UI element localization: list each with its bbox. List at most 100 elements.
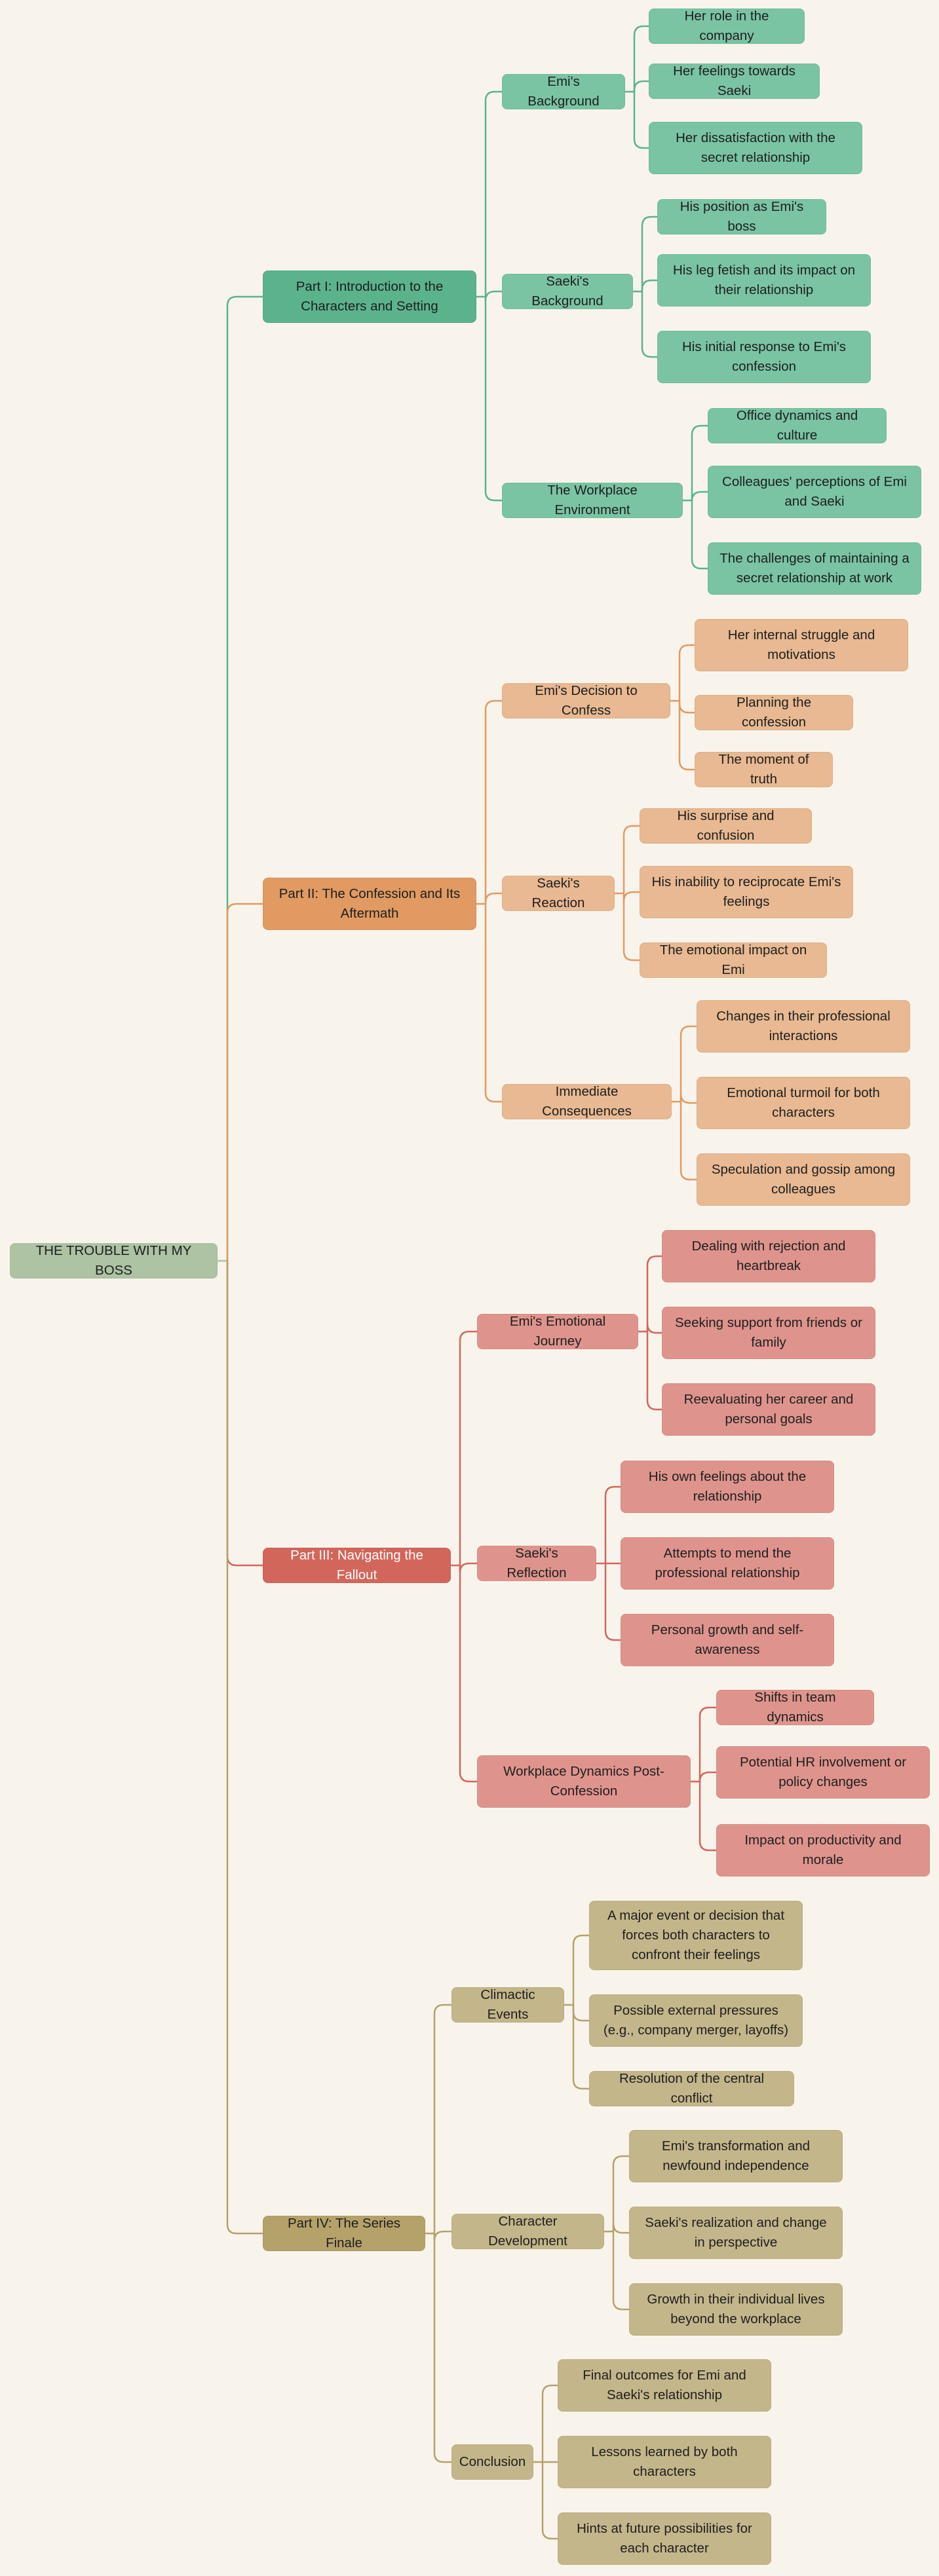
connector-line bbox=[633, 25, 649, 92]
connector-line bbox=[484, 297, 502, 502]
connector-line bbox=[633, 92, 649, 149]
connector-line bbox=[646, 1255, 662, 1332]
connector-line bbox=[699, 1782, 716, 1852]
leaf-node[interactable]: Emi's transformation and newfound indepe… bbox=[629, 2130, 843, 2182]
leaf-node[interactable]: Growth in their individual lives beyond … bbox=[629, 2283, 843, 2336]
leaf-node[interactable]: Planning the confession bbox=[695, 695, 853, 730]
leaf-node[interactable]: Her internal struggle and motivations bbox=[695, 619, 908, 671]
leaf-node[interactable]: Attempts to mend the professional relati… bbox=[621, 1537, 834, 1590]
leaf-node[interactable]: The challenges of maintaining a secret r… bbox=[708, 542, 921, 595]
connector-line bbox=[459, 1330, 477, 1565]
topic-branches-saeki-s-reaction bbox=[615, 825, 640, 961]
leaf-node[interactable]: Possible external pressures (e.g., compa… bbox=[589, 1994, 803, 2047]
topic-branches-conclusion bbox=[533, 2384, 558, 2540]
leaf-node[interactable]: Colleagues' perceptions of Emi and Saeki bbox=[708, 466, 921, 518]
connector-line bbox=[604, 1563, 621, 1641]
part-4-branches bbox=[425, 2004, 451, 2463]
connector-line bbox=[678, 701, 695, 714]
leaf-node[interactable]: His own feelings about the relationship bbox=[621, 1461, 834, 1513]
leaf-node[interactable]: The emotional impact on Emi bbox=[640, 943, 827, 978]
connector-line bbox=[572, 2005, 589, 2022]
leaf-node[interactable]: The moment of truth bbox=[695, 752, 833, 787]
part-node-2[interactable]: Part II: The Confession and Its Aftermat… bbox=[263, 878, 476, 930]
topic-node-emi-s-background[interactable]: Emi's Background bbox=[502, 74, 625, 109]
part-connector bbox=[226, 295, 263, 1261]
leaf-node[interactable]: Shifts in team dynamics bbox=[716, 1690, 874, 1725]
connector-line bbox=[623, 825, 640, 893]
leaf-node[interactable]: His surprise and confusion bbox=[640, 808, 812, 844]
leaf-node[interactable]: Seeking support from friends or family bbox=[662, 1307, 875, 1359]
leaf-node[interactable]: His leg fetish and its impact on their r… bbox=[657, 254, 871, 307]
connector-line bbox=[484, 700, 502, 904]
topic-branches-workplace-dynamics-post-confession bbox=[691, 1706, 716, 1852]
connector-line bbox=[623, 893, 640, 961]
connector-line bbox=[623, 891, 640, 902]
leaf-node[interactable]: Lessons learned by both characters bbox=[558, 2436, 771, 2488]
topic-node-emi-s-emotional-journey[interactable]: Emi's Emotional Journey bbox=[477, 1314, 638, 1349]
leaf-node[interactable]: Dealing with rejection and heartbreak bbox=[662, 1230, 875, 1282]
connector-line bbox=[612, 2231, 629, 2311]
root-node[interactable]: THE TROUBLE WITH MY BOSS bbox=[10, 1243, 218, 1279]
connector-line bbox=[541, 2384, 558, 2462]
leaf-node[interactable]: A major event or decision that forces bo… bbox=[589, 1901, 803, 1970]
leaf-node[interactable]: Changes in their professional interactio… bbox=[697, 1000, 910, 1053]
connector-line bbox=[646, 1332, 662, 1411]
topic-node-saeki-s-reaction[interactable]: Saeki's Reaction bbox=[502, 876, 615, 911]
topic-node-saeki-s-background[interactable]: Saeki's Background bbox=[502, 274, 633, 309]
connector-line bbox=[680, 1093, 697, 1104]
connector-line bbox=[678, 701, 695, 771]
leaf-node[interactable]: Personal growth and self-awareness bbox=[621, 1614, 834, 1666]
leaf-node[interactable]: Potential HR involvement or policy chang… bbox=[716, 1746, 930, 1799]
connector-line bbox=[691, 491, 708, 502]
leaf-node[interactable]: Saeki's realization and change in perspe… bbox=[629, 2207, 843, 2259]
connector-line bbox=[484, 290, 502, 301]
connector-line bbox=[699, 1771, 716, 1782]
connector-line bbox=[433, 2230, 451, 2241]
connector-line bbox=[433, 2233, 451, 2463]
leaf-node[interactable]: His initial response to Emi's confession bbox=[657, 331, 871, 383]
leaf-node[interactable]: His inability to reciprocate Emi's feeli… bbox=[640, 866, 853, 918]
topic-node-workplace-dynamics-post-confession[interactable]: Workplace Dynamics Post-Confession bbox=[477, 1755, 691, 1808]
topic-branches-emi-s-decision-to-confess bbox=[670, 644, 695, 771]
part-connector bbox=[226, 1261, 263, 2235]
connector-line bbox=[678, 644, 695, 701]
leaf-node[interactable]: Her dissatisfaction with the secret rela… bbox=[649, 122, 862, 174]
topic-node-saeki-s-reflection[interactable]: Saeki's Reflection bbox=[477, 1546, 596, 1581]
leaf-node[interactable]: Emotional turmoil for both characters bbox=[697, 1077, 910, 1129]
part-connector bbox=[226, 1261, 263, 1567]
connector-line bbox=[433, 2004, 451, 2233]
part-node-1[interactable]: Part I: Introduction to the Characters a… bbox=[263, 271, 476, 323]
leaf-node[interactable]: Speculation and gossip among colleagues bbox=[697, 1153, 910, 1206]
connector-line bbox=[484, 904, 502, 1103]
part-node-4[interactable]: Part IV: The Series Finale bbox=[263, 2216, 425, 2251]
topic-node-character-development[interactable]: Character Development bbox=[451, 2214, 604, 2249]
leaf-node[interactable]: Impact on productivity and morale bbox=[716, 1824, 930, 1876]
connector-line bbox=[541, 2462, 558, 2540]
leaf-node[interactable]: Reevaluating her career and personal goa… bbox=[662, 1383, 875, 1436]
connector-line bbox=[484, 90, 502, 297]
topic-branches-climactic-events bbox=[564, 1934, 589, 2090]
leaf-node[interactable]: Final outcomes for Emi and Saeki's relat… bbox=[558, 2359, 771, 2412]
leaf-node[interactable]: Her feelings towards Saeki bbox=[649, 64, 820, 99]
part-node-3[interactable]: Part III: Navigating the Fallout bbox=[263, 1548, 451, 1583]
part-1-branches bbox=[476, 90, 502, 502]
topic-node-the-workplace-environment[interactable]: The Workplace Environment bbox=[502, 483, 683, 518]
topic-node-conclusion[interactable]: Conclusion bbox=[451, 2444, 533, 2480]
connector-line bbox=[641, 291, 657, 358]
connector-line bbox=[612, 2223, 629, 2234]
topic-node-immediate-consequences[interactable]: Immediate Consequences bbox=[502, 1084, 672, 1119]
part-connector bbox=[226, 903, 263, 1261]
leaf-node[interactable]: Hints at future possibilities for each c… bbox=[558, 2512, 771, 2565]
topic-node-climactic-events[interactable]: Climactic Events bbox=[451, 1987, 564, 2023]
leaf-node[interactable]: Office dynamics and culture bbox=[708, 408, 887, 443]
connector-line bbox=[691, 424, 708, 500]
topic-node-emi-s-decision-to-confess[interactable]: Emi's Decision to Confess bbox=[502, 683, 670, 719]
leaf-node[interactable]: Her role in the company bbox=[649, 9, 805, 44]
connector-line bbox=[699, 1706, 716, 1782]
leaf-node[interactable]: His position as Emi's boss bbox=[657, 199, 826, 234]
topic-branches-saeki-s-reflection bbox=[596, 1485, 621, 1641]
leaf-node[interactable]: Resolution of the central conflict bbox=[589, 2071, 794, 2106]
connector-line bbox=[680, 1025, 697, 1102]
connector-line bbox=[680, 1102, 697, 1181]
